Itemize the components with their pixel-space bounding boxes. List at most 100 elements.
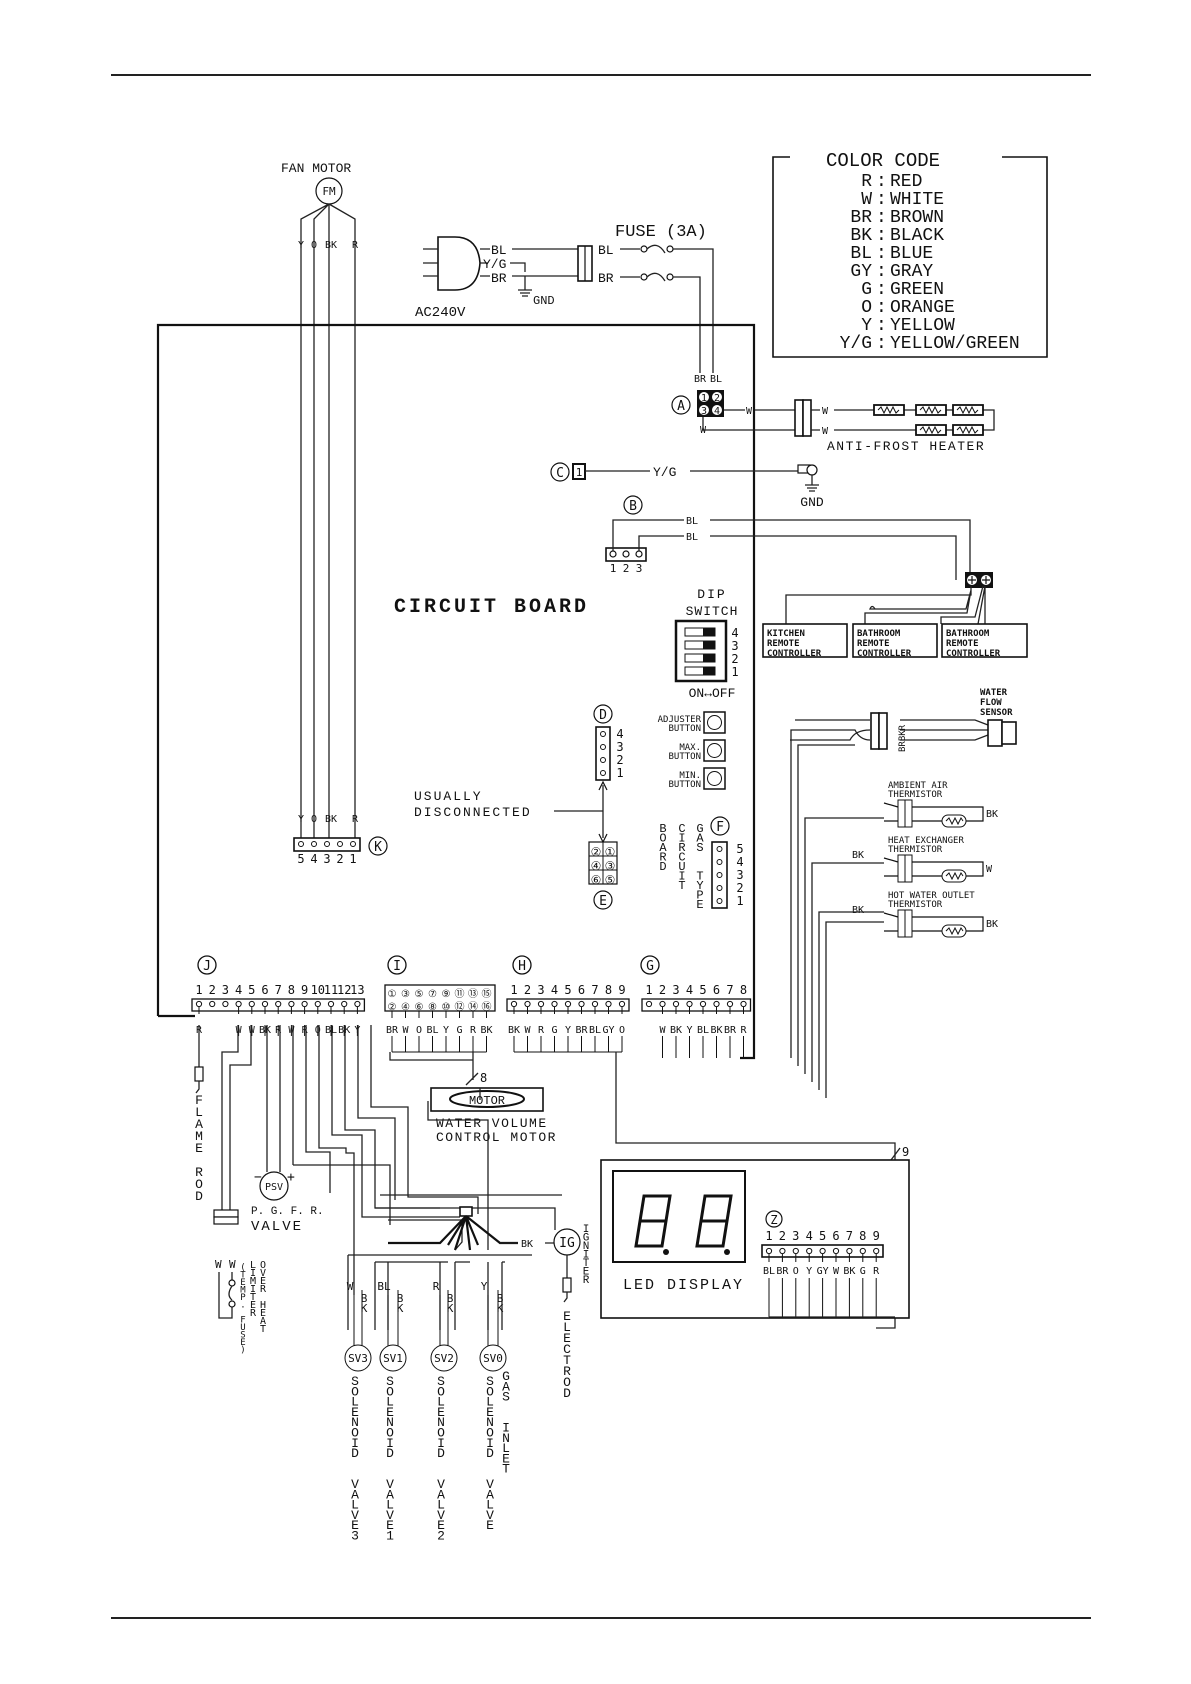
pin-number: 3: [672, 983, 679, 997]
conn-k-pin: [311, 841, 317, 847]
dip-title-2: SWITCH: [686, 604, 739, 619]
thermistor-wire: BK: [986, 809, 998, 820]
gas-type-vertical-label-char: U: [678, 860, 685, 874]
color-code-title: COLOR CODE: [826, 150, 940, 172]
wire-color-label: W: [402, 1025, 409, 1036]
wire-color-label: Y: [443, 1025, 449, 1036]
oh-wire-w2: W: [229, 1258, 236, 1271]
conn-f-pin: [716, 846, 723, 852]
pin-number: 9: [301, 983, 308, 997]
conn-z-pin: [832, 1247, 840, 1255]
electrod-label-char: T: [563, 1353, 571, 1368]
conn-d-pin: [600, 770, 606, 776]
color-code-key: G: [861, 280, 872, 300]
solenoid-label-char: D: [386, 1446, 394, 1461]
thermistor-connector: [897, 909, 906, 938]
button-circle-icon: [707, 715, 722, 730]
pin-number: 7: [275, 983, 282, 997]
color-code-value: BROWN: [890, 208, 944, 228]
gas-type-vertical-label: BOARD: [659, 822, 667, 874]
splice-block: [459, 1206, 473, 1217]
wire-color-label: BR: [724, 1025, 737, 1036]
pin: [354, 1000, 361, 1008]
solenoid-label-char: V: [437, 1477, 445, 1492]
pin-number: 12: [337, 983, 351, 997]
conn-i-pin: ⑪: [455, 988, 465, 1000]
connector-c: C 1 Y/G GND: [550, 462, 824, 510]
solenoid-label-char: N: [486, 1415, 494, 1430]
wire-color-label: G: [551, 1025, 557, 1036]
gas-inlet-label-char: T: [502, 1462, 510, 1477]
pin: [672, 1000, 680, 1008]
solenoid-label-char: L: [437, 1395, 445, 1410]
pin-number: 9: [618, 983, 625, 997]
button-label-2: BUTTON: [668, 752, 701, 762]
pin: [605, 1000, 612, 1008]
solenoid-symbol: [344, 1344, 372, 1372]
solenoid-label-char: O: [351, 1384, 359, 1399]
heater-wire-w2: W: [822, 426, 829, 437]
solenoid-label-char: D: [486, 1446, 494, 1461]
conn-a-wire-w1: W: [746, 406, 753, 417]
color-code-key: GY: [850, 262, 872, 282]
pin-number: 1: [195, 983, 202, 997]
gas-type-vertical-label-char: R: [659, 851, 666, 865]
conn-i-pin: ③: [401, 989, 410, 1000]
fm-wire-bk: BK: [325, 240, 337, 251]
igniter-label-char: E: [583, 1267, 590, 1279]
k-wire-y: Y: [298, 814, 304, 825]
thermistor-label-1: AMBIENT AIR: [888, 781, 948, 791]
wire-color-label: BL: [426, 1025, 438, 1036]
pin: [341, 1000, 348, 1008]
conn-z-pin-number: 3: [792, 1229, 799, 1243]
color-code-sep: :: [876, 190, 887, 210]
conn-i-pin: ⑭: [468, 1001, 478, 1013]
gas-type-vertical-label-char: R: [678, 841, 685, 855]
igniter-label-char: N: [583, 1241, 590, 1253]
gas-type-vertical-label-char: G: [696, 822, 703, 836]
solenoid-label-char: V: [351, 1477, 359, 1492]
pin: [235, 1000, 242, 1008]
thermistor-wire: W: [986, 864, 993, 875]
electrod-label-char: C: [563, 1342, 571, 1357]
pin-number: 3: [537, 983, 544, 997]
gas-type-vertical-label-char: D: [659, 860, 666, 874]
conn-z-pin-number: 7: [846, 1229, 853, 1243]
solenoid-wire-bk-char: K: [361, 1302, 368, 1315]
wire-color-label: Y: [686, 1025, 692, 1036]
color-code-key: BR: [850, 208, 872, 228]
gas-type-vertical-label-char: T: [696, 870, 703, 884]
over-heat-label-char: E: [260, 1276, 266, 1287]
color-code-value: GRAY: [890, 262, 933, 282]
color-code-value: BLUE: [890, 244, 933, 264]
led-display-label: LED DISPLAY: [623, 1277, 744, 1294]
conn-z-pin: [806, 1247, 813, 1255]
solenoid-label-char: D: [351, 1446, 359, 1461]
conn-b-id: B: [629, 499, 637, 514]
conn-f-pin: [716, 859, 723, 865]
conn-a-pin: [698, 404, 710, 416]
conn-c-pin: 1: [576, 466, 583, 479]
conn-d-pin-label: 1: [616, 766, 623, 780]
thermistor-label-2: THERMISTOR: [888, 900, 943, 910]
wire-color-label: W: [833, 1266, 840, 1277]
solenoid-label-char: O: [486, 1426, 494, 1441]
conn-i-pin: ⑨: [442, 989, 451, 1000]
conn-k-pin-label: 5: [297, 852, 304, 866]
pin: [327, 1000, 335, 1008]
pin: [645, 1000, 653, 1008]
dip-number: 4: [731, 626, 738, 640]
wfs-wires: BRBKR: [898, 724, 908, 752]
wire-color-label: GY: [602, 1025, 614, 1036]
solenoid-label-char: A: [486, 1487, 494, 1502]
pin-number: 4: [686, 983, 693, 997]
solenoid-label-char: E: [486, 1518, 494, 1533]
conn-a-wire-bl: BL: [710, 374, 722, 385]
button-circle-icon: [707, 743, 722, 758]
conn-k-pin: [337, 841, 343, 847]
solenoid-wire: R: [433, 1280, 440, 1293]
pin: [726, 1000, 734, 1008]
